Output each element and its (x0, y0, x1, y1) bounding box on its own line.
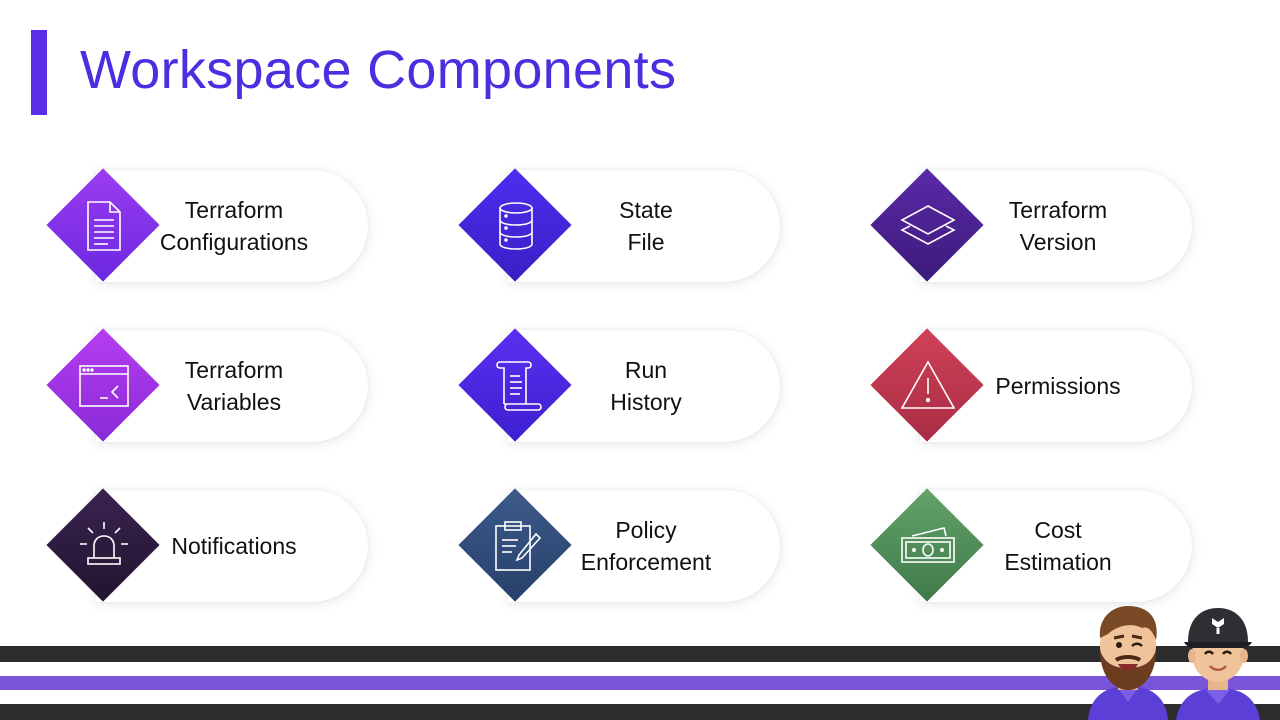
component-card-permissions: Permissions (870, 328, 1192, 443)
card-label: Notifications (171, 533, 297, 559)
component-card-terraform-configurations: Terraform Configurations (46, 168, 368, 283)
component-card-state-file: State File (458, 168, 780, 283)
money-icon (901, 527, 955, 563)
title-accent-bar (31, 30, 47, 115)
card-label: Policy Enforcement (580, 517, 712, 575)
presenter-avatar-bearded (1088, 606, 1168, 720)
clipboard-pen-icon (495, 521, 542, 571)
scroll-icon (496, 361, 542, 411)
database-icon (499, 202, 533, 250)
card-label: Cost Estimation (1004, 517, 1112, 575)
card-label: Terraform Variables (184, 357, 284, 415)
card-label: Run History (610, 357, 682, 415)
card-diamond (870, 168, 985, 283)
card-label: Terraform Configurations (159, 197, 309, 255)
component-card-cost-estimation: Cost Estimation (870, 488, 1192, 603)
footer-stripe-purple (0, 676, 1280, 690)
card-diamond (458, 488, 573, 603)
component-card-terraform-variables: Terraform Variables (46, 328, 368, 443)
terminal-window-icon (79, 365, 129, 407)
component-card-notifications: Notifications (46, 488, 368, 603)
footer-stripe-dark-bottom (0, 704, 1280, 720)
component-card-terraform-version: Terraform Version (870, 168, 1192, 283)
card-diamond (870, 488, 985, 603)
card-diamond (870, 328, 985, 443)
card-label: State File (619, 197, 673, 255)
alarm-siren-icon (80, 522, 128, 565)
card-diamond (46, 168, 161, 283)
component-card-policy-enforcement: Policy Enforcement (458, 488, 780, 603)
warning-icon (900, 360, 956, 409)
card-diamond (46, 488, 161, 603)
document-icon (87, 201, 121, 251)
presenter-avatar-cap (1176, 608, 1260, 720)
component-card-run-history: Run History (458, 328, 780, 443)
slide-title: Workspace Components (80, 40, 677, 100)
card-diamond (458, 168, 573, 283)
card-label: Terraform Version (1008, 197, 1108, 255)
footer-stripe-dark-top (0, 646, 1280, 662)
layers-icon (900, 205, 956, 245)
card-diamond (46, 328, 161, 443)
card-label: Permissions (995, 373, 1121, 399)
card-diamond (458, 328, 573, 443)
